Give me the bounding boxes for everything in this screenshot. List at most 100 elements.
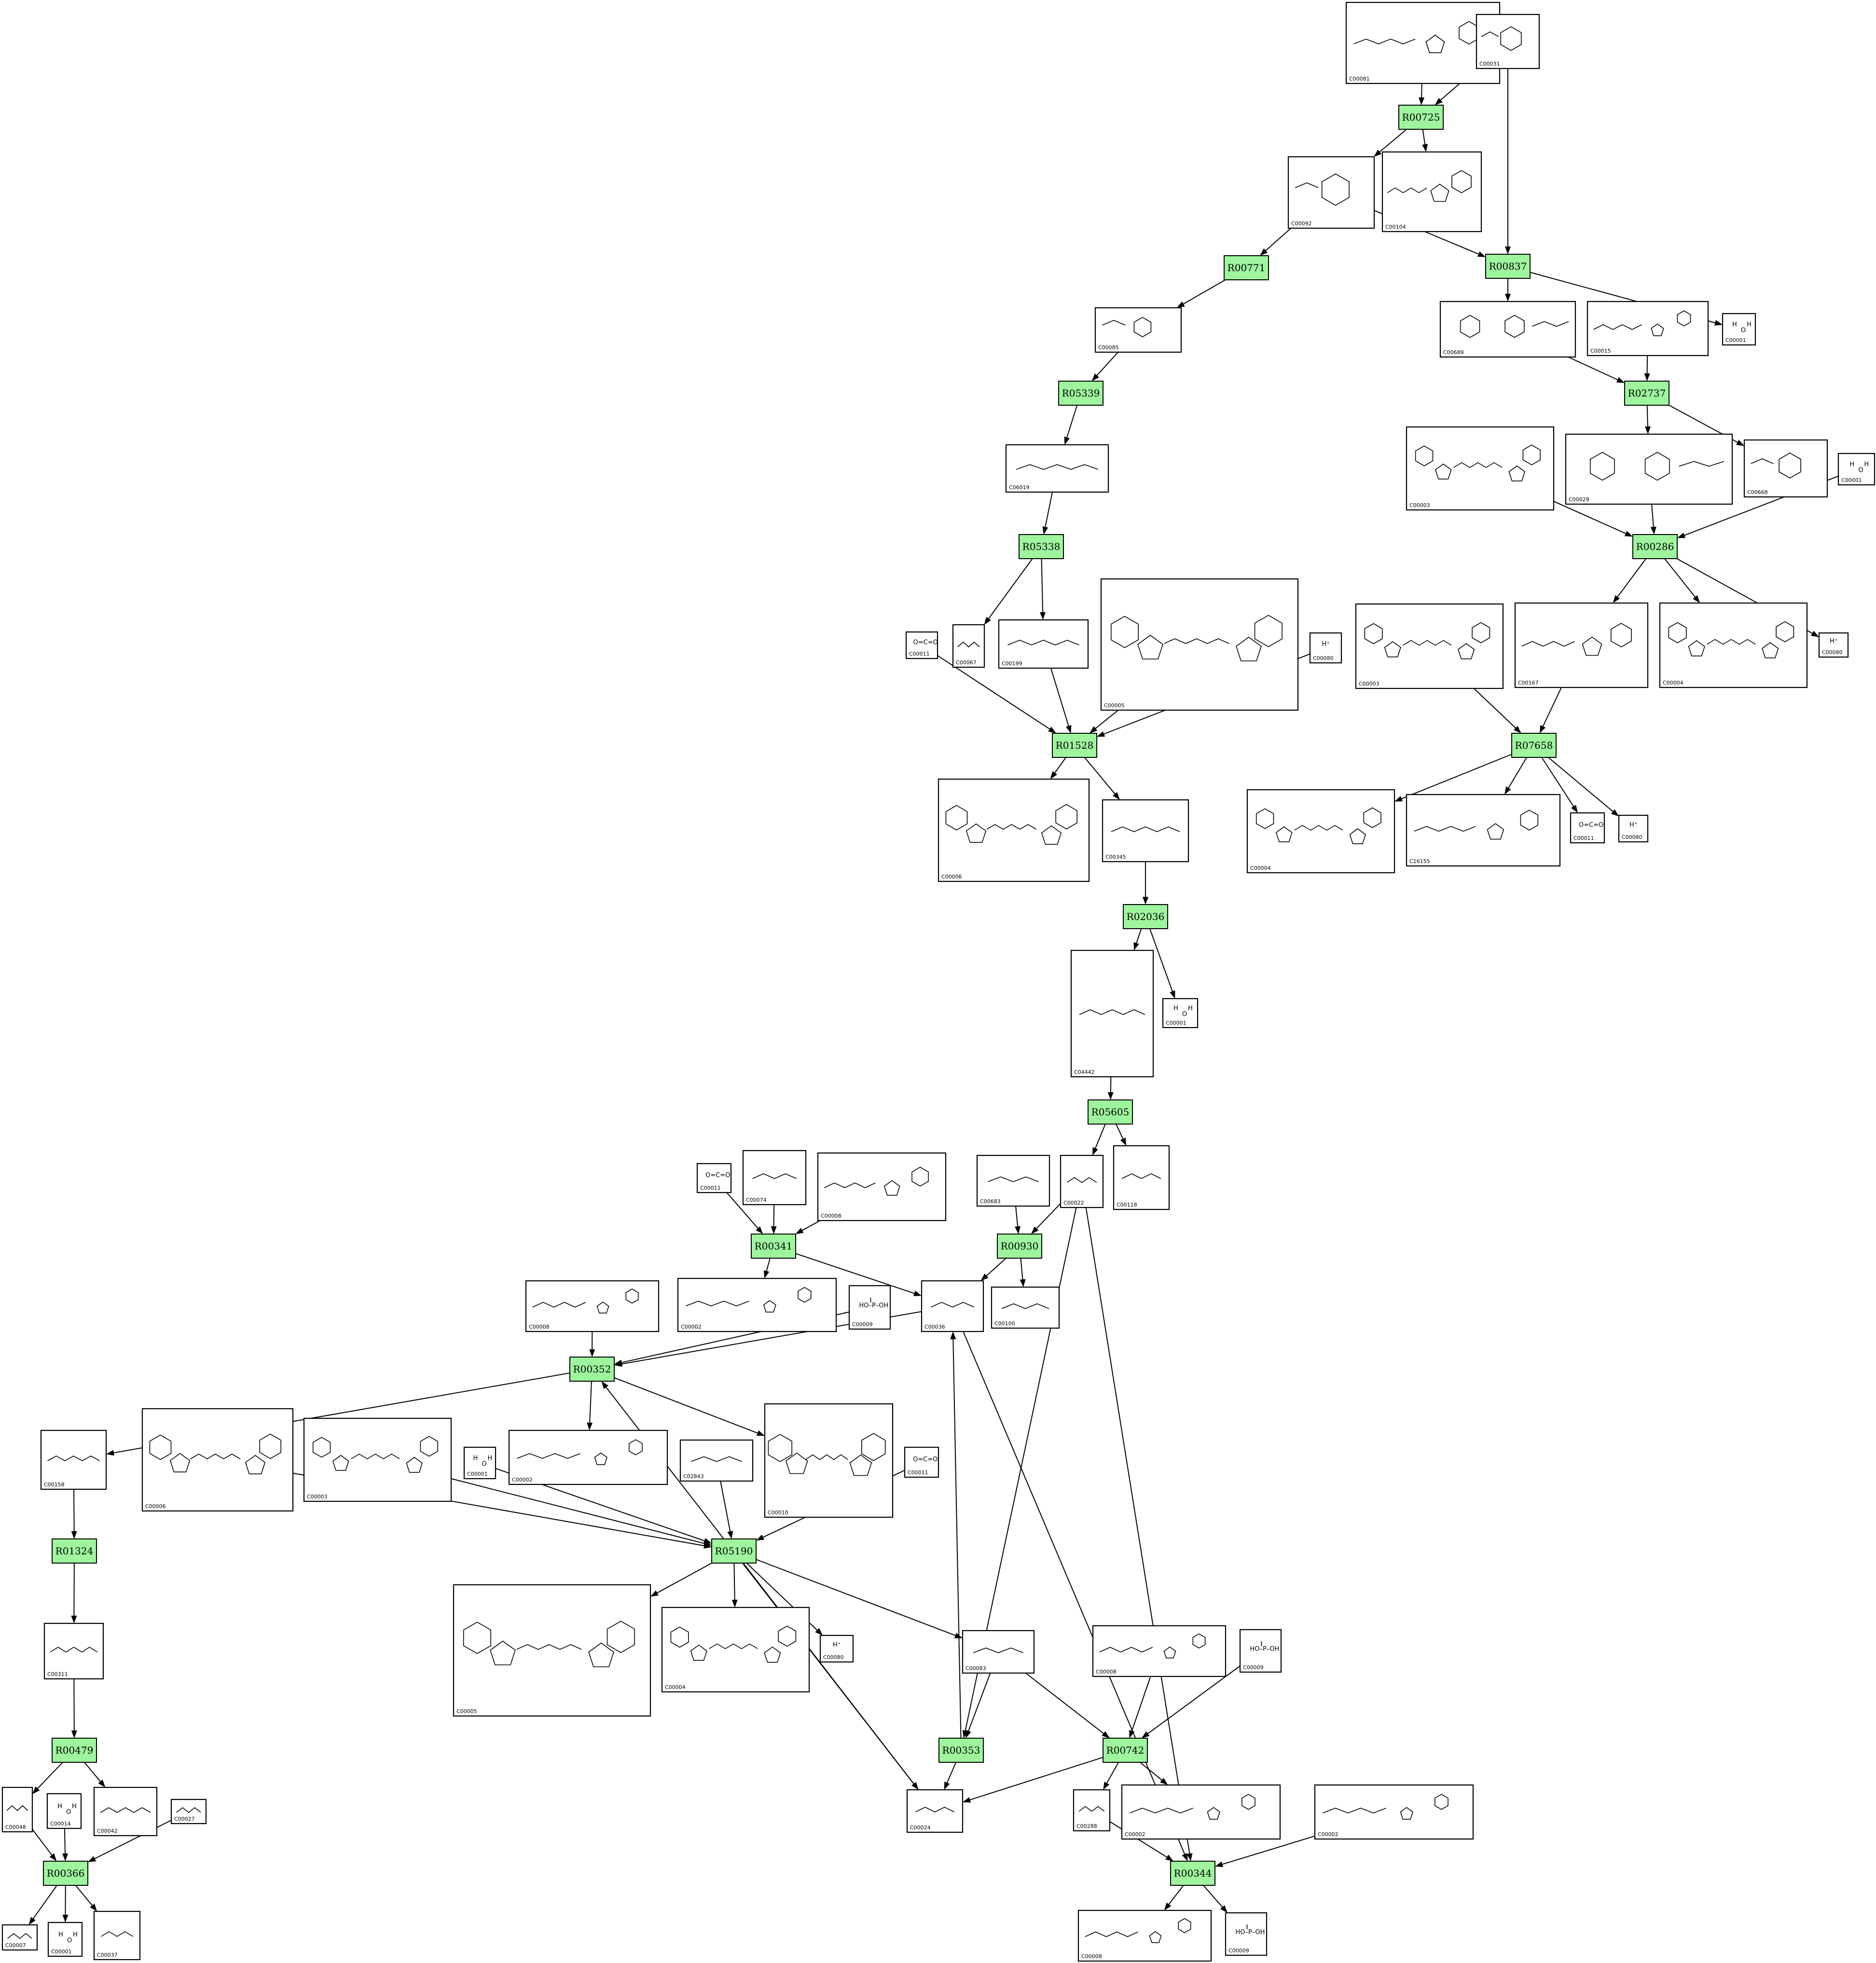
compound-c00080[interactable]: H⁺C00080 [1309,632,1342,664]
compound-c00083[interactable]: C00083 [962,1630,1035,1674]
reaction-node-r00344[interactable]: R00344 [1170,1861,1215,1886]
ring-bond [1255,808,1274,829]
compound-c00024[interactable]: C00024 [906,1789,964,1833]
reaction-node-r00742[interactable]: R00742 [1103,1738,1148,1763]
compound-c00683[interactable]: C00683 [976,1154,1050,1207]
compound-c00081[interactable]: C00081 [1345,1,1501,84]
compound-c00004[interactable]: C00004 [661,1606,810,1693]
compound-c04442[interactable]: C04442 [1070,949,1154,1078]
compound-c00288[interactable]: C00288 [1073,1789,1111,1832]
compound-c00311[interactable]: C00311 [43,1622,104,1680]
compound-c00010[interactable]: C00010 [764,1403,894,1518]
reaction-node-r00479[interactable]: R00479 [52,1738,97,1763]
compound-c00003[interactable]: C00003 [1406,426,1555,511]
edge-r05605-c_022 [1094,1124,1106,1150]
reaction-node-r02036[interactable]: R02036 [1123,904,1168,929]
compound-c00002[interactable]: C00002 [1314,1784,1474,1840]
compound-c00022[interactable]: C00022 [1060,1154,1104,1208]
compound-c00158[interactable]: C00158 [40,1429,107,1490]
compound-c00080[interactable]: H⁺C00080 [1618,814,1649,843]
compound-c16155[interactable]: C16155 [1406,794,1561,867]
compound-box [1381,151,1482,233]
edge-r00344-c_009c [1203,1885,1224,1908]
reaction-node-r07658[interactable]: R07658 [1511,733,1557,758]
compound-id-label: C04442 [1074,1069,1095,1075]
reaction-node-r00837[interactable]: R00837 [1485,254,1531,279]
compound-c00074[interactable]: C00074 [742,1150,807,1206]
compound-c06019[interactable]: C06019 [1005,444,1109,493]
reaction-node-r00771[interactable]: R00771 [1224,255,1269,280]
compound-c00008[interactable]: C00008 [525,1280,660,1332]
compound-c00036[interactable]: C00036 [921,1280,984,1332]
compound-c00689[interactable]: C00689 [1439,301,1576,358]
compound-c00199[interactable]: C00199 [998,619,1089,669]
compound-c00006[interactable]: C00006 [938,778,1090,882]
compound-c00005[interactable]: C00005 [453,1584,651,1717]
reaction-node-r02737[interactable]: R02737 [1624,381,1669,406]
compound-c00002[interactable]: C00002 [508,1429,668,1485]
compound-c00067[interactable]: C00067 [952,624,985,668]
compound-c00008[interactable]: C00008 [817,1152,947,1222]
compound-c00031[interactable]: C00031 [1476,14,1540,69]
compound-c00004[interactable]: C00004 [1659,602,1808,688]
reaction-node-r00725[interactable]: R00725 [1398,105,1444,130]
compound-c00085[interactable]: C00085 [1094,307,1182,353]
edge-r00344-c_008d [1168,1885,1184,1906]
compound-c00003[interactable]: C00003 [1355,603,1504,689]
compound-c00345[interactable]: C00345 [1102,799,1189,863]
compound-c00042[interactable]: C00042 [93,1786,158,1837]
compound-id-label: C00081 [1349,76,1370,82]
reaction-node-r05605[interactable]: R05605 [1088,1099,1133,1125]
reaction-node-r05339[interactable]: R05339 [1058,381,1104,406]
compound-c00006[interactable]: C00006 [141,1408,294,1512]
compound-box [1722,313,1756,346]
edge-c_081-r00725 [1421,83,1422,99]
reaction-node-r00366[interactable]: R00366 [43,1861,88,1886]
compound-c00002[interactable]: C00002 [677,1277,837,1332]
compound-c00167[interactable]: C00167 [1514,602,1649,688]
compound-c00004[interactable]: C00004 [1246,789,1395,874]
compound-c00100[interactable]: C00100 [991,1286,1060,1329]
compound-c00003[interactable]: C00003 [303,1417,452,1502]
reaction-node-r05338[interactable]: R05338 [1019,534,1064,559]
compound-c00037[interactable]: C00037 [93,1910,141,1961]
compound-c00048[interactable]: C00048 [1,1786,33,1833]
compound-c00092[interactable]: C00092 [1287,156,1375,229]
reaction-box [997,1234,1042,1259]
compound-c00002[interactable]: C00002 [1121,1784,1281,1840]
reaction-node-r00352[interactable]: R00352 [569,1357,615,1382]
compound-c00005[interactable]: C00005 [1100,578,1299,711]
compound-c00015[interactable]: C00015 [1586,301,1709,357]
compound-c00118[interactable]: C00118 [1113,1145,1170,1210]
compound-c00668[interactable]: C00668 [1743,439,1828,498]
compound-c00080[interactable]: H⁺C00080 [819,1634,854,1663]
compound-c00104[interactable]: C00104 [1381,151,1482,233]
reaction-node-r00930[interactable]: R00930 [997,1234,1042,1259]
compound-c00008[interactable]: C00008 [1077,1909,1212,1962]
compound-c00007[interactable]: C00007 [1,1924,38,1951]
reaction-node-r05190[interactable]: R05190 [711,1538,757,1564]
reaction-node-r01528[interactable]: R01528 [1052,733,1097,758]
compound-c00029[interactable]: C00029 [1565,433,1733,505]
compound-c00008[interactable]: C00008 [1092,1625,1227,1677]
reaction-node-r00341[interactable]: R00341 [751,1234,796,1259]
reaction-node-r00353[interactable]: R00353 [938,1738,984,1763]
compound-c00080[interactable]: H⁺C00080 [1818,632,1849,658]
compound-c00027[interactable]: C00027 [170,1798,207,1825]
compound-c02843[interactable]: C02843 [679,1439,754,1482]
reaction-node-r00286[interactable]: R00286 [1632,534,1678,559]
reaction-node-r01324[interactable]: R01324 [52,1538,97,1564]
